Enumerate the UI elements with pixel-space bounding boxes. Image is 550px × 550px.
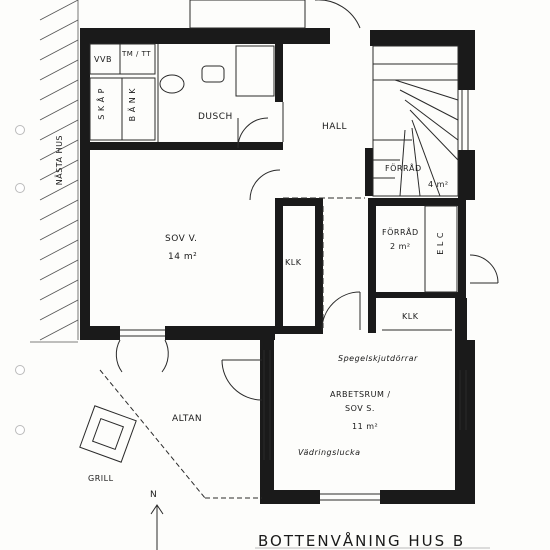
binder-hole — [15, 365, 25, 375]
fixtures — [79, 0, 499, 550]
label-sov-v-area: 14 m² — [168, 252, 198, 262]
label-vvb: VVB — [94, 55, 112, 64]
label-forrad-stair-area: 4 m² — [428, 180, 449, 189]
label-sov-s: SOV S. — [345, 404, 375, 413]
label-tm-tt: TM / TT — [122, 50, 152, 58]
label-arbetsrum: ARBETSRUM / — [330, 390, 391, 399]
label-altan: ALTAN — [172, 414, 203, 424]
label-elc: E L C — [436, 232, 445, 255]
label-north: N — [150, 490, 158, 500]
binder-hole — [15, 183, 25, 193]
label-sov-s-area: 11 m² — [352, 422, 379, 431]
label-forrad-mid: FÖRRÅD — [382, 228, 419, 237]
label-vadrings: Vädringslucka — [298, 448, 361, 457]
label-grill: GRILL — [88, 474, 114, 483]
label-bank: B Ä N K — [128, 88, 137, 122]
label-skap: S K Å P — [97, 88, 106, 120]
label-klk-right: KLK — [402, 312, 419, 321]
label-dusch: DUSCH — [198, 112, 233, 122]
label-forrad-mid-area: 2 m² — [390, 242, 411, 251]
label-hall: HALL — [322, 122, 347, 132]
binder-hole — [15, 125, 25, 135]
binder-hole — [15, 425, 25, 435]
neighbour-hatch — [30, 0, 79, 343]
label-sov-v: SOV V. — [165, 234, 198, 244]
label-spegel: Spegelskjutdörrar — [338, 354, 418, 363]
label-klk-center: KLK — [285, 258, 302, 267]
label-forrad-stair: FÖRRÅD — [385, 164, 422, 173]
walls — [80, 28, 475, 504]
plan-title: BOTTENVÅNING HUS B — [258, 532, 466, 550]
label-nasta-hus: NÄSTA HUS — [55, 135, 64, 186]
